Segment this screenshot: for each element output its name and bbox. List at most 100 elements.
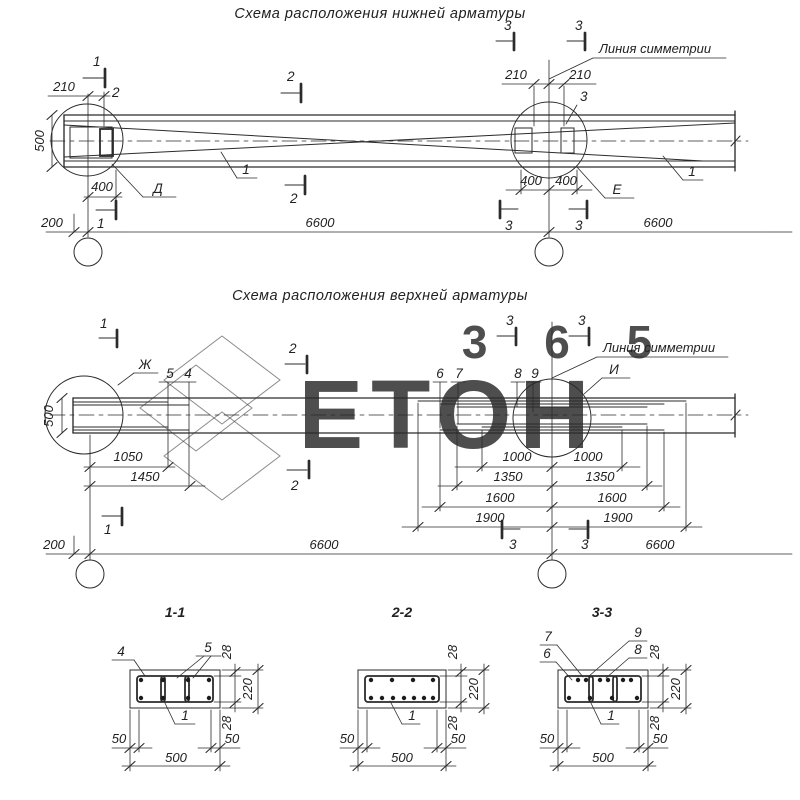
- grid-axes-upper: [75, 321, 567, 589]
- dim-50: 50: [653, 731, 668, 746]
- concrete-outline: [557, 669, 649, 709]
- scheme-lower-title: Схема расположения нижней арматуры: [234, 6, 525, 22]
- bar-pos-1: 1: [181, 708, 189, 723]
- bar-pos-4: 4: [184, 366, 192, 381]
- dim-400: 400: [520, 173, 542, 188]
- section-mark-1: 1: [100, 316, 108, 331]
- bar-pos-6: 6: [436, 366, 444, 381]
- dim-1900: 1900: [476, 510, 506, 525]
- dim-1900: 1900: [604, 510, 634, 525]
- section-mark-3: 3: [578, 313, 586, 328]
- dim-6600: 6600: [310, 537, 340, 552]
- symmetry-label: Линия симметрии: [598, 41, 711, 56]
- bar-pos-8: 8: [634, 642, 642, 657]
- dimensions-upper: 500 1050 1450 1000 1000 1350 1350 1600 1…: [41, 392, 793, 560]
- bar-pos-8: 8: [514, 366, 522, 381]
- section-mark-3: 3: [581, 537, 589, 552]
- dim-28: 28: [219, 715, 234, 731]
- strand-pos-1: 1: [242, 162, 250, 177]
- dim-28: 28: [647, 644, 662, 660]
- grid-bubble: [537, 559, 567, 589]
- section-mark-1: 1: [93, 54, 101, 69]
- section-mark-2: 2: [289, 191, 298, 206]
- dim-6600: 6600: [646, 537, 676, 552]
- dim-1600: 1600: [598, 490, 628, 505]
- dimensions-lower: 210 500 400 210 210 400 400 200: [32, 67, 793, 238]
- dim-1350: 1350: [494, 469, 524, 484]
- watermark-diamond-top: [163, 335, 281, 425]
- watermark: ЕТОН 3 6 5: [139, 316, 674, 501]
- watermark-diamond-gray: [139, 364, 253, 452]
- dim-28: 28: [445, 644, 460, 660]
- dim-400: 400: [555, 173, 577, 188]
- dim-50: 50: [340, 731, 355, 746]
- section-mark-1: 1: [97, 216, 105, 231]
- dim-28: 28: [219, 644, 234, 660]
- section-mark-1: 1: [104, 522, 112, 537]
- concrete-outline: [129, 669, 221, 709]
- dim-220: 220: [668, 677, 683, 700]
- scheme-upper-reinforcement: Схема расположения верхней арматуры: [41, 288, 793, 589]
- scheme-upper-title: Схема расположения верхней арматуры: [232, 288, 528, 304]
- section-mark-2: 2: [286, 69, 295, 84]
- detail-label-i: И: [609, 362, 619, 377]
- section-mark-2: 2: [288, 341, 297, 356]
- dim-500: 500: [391, 750, 413, 765]
- section-2-2: 2-2 1 28 220 28 50 50 500: [339, 604, 490, 772]
- bar-pos-1: 1: [408, 708, 416, 723]
- anchor-plates: [69, 126, 575, 159]
- leaders-lower: Д Е 1 1 Линия симметрии: [111, 41, 727, 199]
- dim-50: 50: [451, 731, 466, 746]
- bar-pos-5: 5: [204, 640, 212, 655]
- dim-6600: 6600: [306, 215, 336, 230]
- section-mark-3: 3: [575, 218, 583, 233]
- dim-400: 400: [91, 179, 113, 194]
- section-mark-3: 3: [575, 18, 583, 33]
- section-1-1-dims: 28 220 28 50 50 500: [111, 644, 264, 772]
- section-2-2-dims: 28 220 28 50 50 500: [339, 644, 490, 772]
- rebar-dots: [368, 677, 436, 701]
- rebar-dots: [566, 677, 640, 701]
- dim-1450: 1450: [131, 469, 161, 484]
- dim-500: 500: [592, 750, 614, 765]
- bar-pos-4: 4: [117, 644, 125, 659]
- detail-circle-d: [50, 103, 124, 177]
- dim-1350: 1350: [586, 469, 616, 484]
- concrete-outline: [357, 669, 447, 709]
- section-3-3: 3-3 7 6 9 8 1 28 220 28: [539, 604, 692, 772]
- grid-bubble: [534, 237, 564, 267]
- dim-500: 500: [41, 404, 56, 426]
- dim-1050: 1050: [114, 449, 144, 464]
- dim-210: 210: [568, 67, 591, 82]
- dim-50: 50: [112, 731, 127, 746]
- dim-200: 200: [42, 537, 65, 552]
- dim-210: 210: [52, 79, 75, 94]
- dim-220: 220: [466, 677, 481, 700]
- bar-pos-6: 6: [543, 646, 551, 661]
- detail-label-d: Д: [151, 181, 163, 196]
- dim-200: 200: [40, 215, 63, 230]
- dim-220: 220: [240, 677, 255, 700]
- detail-label-zh: Ж: [138, 357, 153, 372]
- leaders-upper: Ж 5 4 6 7 8 9 И Линия симметрии: [117, 340, 729, 487]
- section-mark-3: 3: [509, 537, 517, 552]
- watermark-diamond-bottom: [163, 411, 281, 501]
- dim-1600: 1600: [486, 490, 516, 505]
- detail-label-e: Е: [612, 182, 622, 197]
- dim-500: 500: [165, 750, 187, 765]
- dim-28: 28: [647, 715, 662, 731]
- bar-pos-9: 9: [531, 366, 539, 381]
- section-marks-lower: 1 1 2 2 2 3 3 3 3 3: [82, 18, 589, 233]
- bar-pos-9: 9: [634, 625, 642, 640]
- watermark-digits: 3 6 5: [462, 316, 674, 368]
- section-2-2-title: 2-2: [391, 604, 412, 620]
- dim-1000: 1000: [574, 449, 604, 464]
- section-mark-2: 2: [290, 478, 299, 493]
- symmetry-label: Линия симметрии: [602, 340, 715, 355]
- section-mark-2: 2: [111, 85, 120, 100]
- section-mark-3: 3: [505, 218, 513, 233]
- section-mark-3: 3: [504, 18, 512, 33]
- rebar-dots: [138, 677, 212, 701]
- bar-pos-7: 7: [455, 366, 463, 381]
